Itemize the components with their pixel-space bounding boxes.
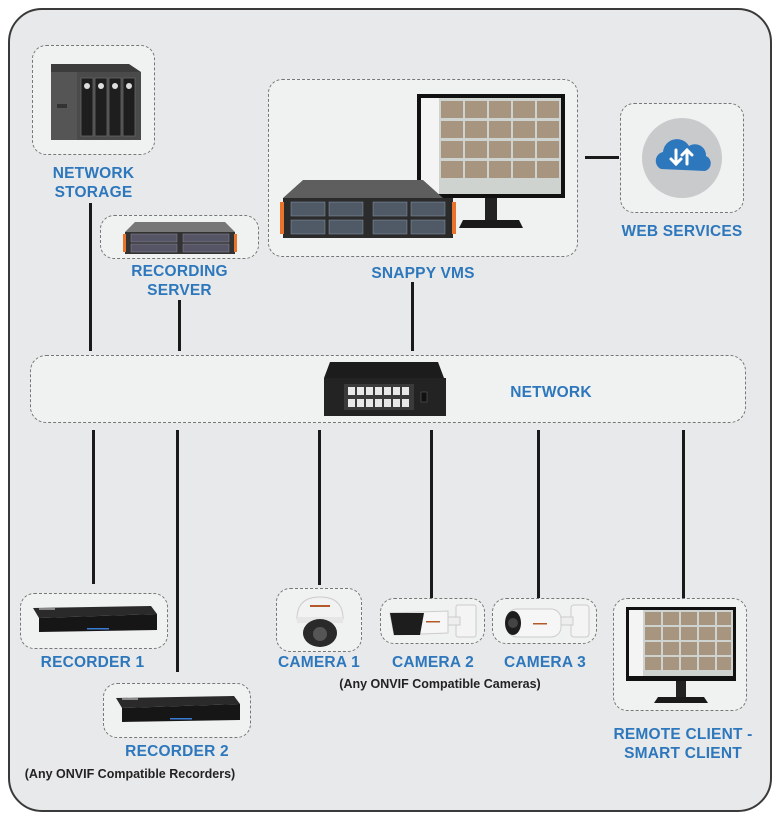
- camera-2-node: [380, 598, 485, 644]
- connector-recording-server-network: [178, 300, 181, 351]
- remote-client-node: [613, 598, 747, 711]
- connector-network-recorder1: [92, 430, 95, 584]
- recorders-note: (Any ONVIF Compatible Recorders): [24, 767, 236, 781]
- nvr-recorder-icon: [116, 696, 240, 722]
- recorder-2-label: RECORDER 2: [125, 743, 229, 760]
- camera-1-label: CAMERA 1: [278, 654, 360, 671]
- remote-client-label-line1: REMOTE CLIENT -: [613, 726, 753, 743]
- recorder-1-label: RECORDER 1: [40, 654, 145, 671]
- monitor-icon: [626, 607, 736, 703]
- network-storage-label-line2: STORAGE: [54, 184, 133, 201]
- camera-3-node: [492, 598, 597, 644]
- connector-network-camera3: [537, 430, 540, 598]
- recording-server-label-line2: SERVER: [147, 282, 212, 299]
- web-services-node: [620, 103, 744, 213]
- connector-network-recorder2: [176, 430, 179, 672]
- server-and-monitor-icon: [280, 94, 565, 238]
- snappy-vms-node: [268, 79, 578, 257]
- connector-vms-network: [411, 282, 414, 351]
- recording-server-label: RECORDING SERVER: [100, 262, 259, 300]
- remote-client-label: REMOTE CLIENT - SMART CLIENT: [600, 725, 766, 763]
- nvr-recorder-icon: [33, 606, 157, 632]
- connector-network-camera2: [430, 430, 433, 598]
- recorder-2-node: [103, 683, 251, 738]
- snappy-vms-label: SNAPPY VMS: [371, 265, 475, 282]
- recording-server-label-line1: RECORDING: [131, 263, 228, 280]
- connector-vms-web-services: [585, 156, 619, 159]
- network-node: NETWORK: [30, 355, 746, 423]
- remote-client-label-line2: SMART CLIENT: [624, 745, 742, 762]
- web-services-label: WEB SERVICES: [621, 223, 743, 240]
- network-label: NETWORK: [510, 384, 592, 401]
- camera-3-label: CAMERA 3: [504, 654, 586, 671]
- connector-storage-network: [89, 203, 92, 351]
- network-storage-node: [32, 45, 155, 155]
- nas-storage-icon: [51, 64, 141, 140]
- recording-server-node: [100, 215, 259, 259]
- network-storage-label: NETWORK STORAGE: [32, 164, 155, 202]
- bullet-camera-icon: [389, 604, 477, 638]
- cloud-upload-download-icon: [642, 118, 722, 198]
- connector-network-remote-client: [682, 430, 685, 598]
- camera-1-node: [276, 588, 362, 652]
- cameras-note: (Any ONVIF Compatible Cameras): [339, 677, 541, 691]
- bullet-camera-icon: [505, 604, 590, 638]
- network-storage-label-line1: NETWORK: [52, 165, 135, 182]
- connector-network-camera1: [318, 430, 321, 585]
- network-switch-icon: [324, 362, 446, 416]
- dome-camera-icon: [296, 596, 344, 647]
- recorder-1-node: [20, 593, 168, 649]
- camera-2-label: CAMERA 2: [392, 654, 474, 671]
- rack-server-icon: [123, 222, 237, 254]
